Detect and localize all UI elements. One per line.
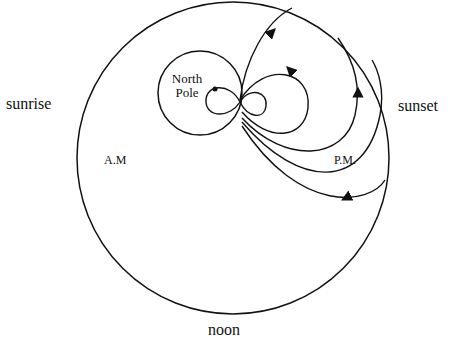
direction-label: P.M. bbox=[334, 154, 356, 166]
pole-dot bbox=[213, 87, 218, 92]
field-line bbox=[242, 38, 357, 151]
outer-circle bbox=[77, 2, 389, 314]
field-line bbox=[242, 60, 382, 172]
field-line bbox=[242, 126, 385, 197]
arrow bbox=[346, 196, 350, 198]
arrow bbox=[357, 92, 358, 96]
pole-label: North Pole bbox=[165, 72, 209, 101]
circle-outline bbox=[157, 50, 243, 136]
direction-label: sunrise bbox=[6, 96, 51, 112]
field-loop bbox=[240, 74, 308, 133]
field-loop bbox=[240, 92, 266, 115]
arrow bbox=[270, 32, 272, 34]
direction-label: sunset bbox=[398, 98, 438, 114]
field-line bbox=[240, 8, 292, 100]
arrow bbox=[290, 70, 292, 72]
direction-label: noon bbox=[208, 322, 240, 338]
direction-label: A.M bbox=[104, 154, 126, 166]
field-loop bbox=[206, 88, 240, 114]
pole-circle: North Pole bbox=[157, 50, 243, 136]
